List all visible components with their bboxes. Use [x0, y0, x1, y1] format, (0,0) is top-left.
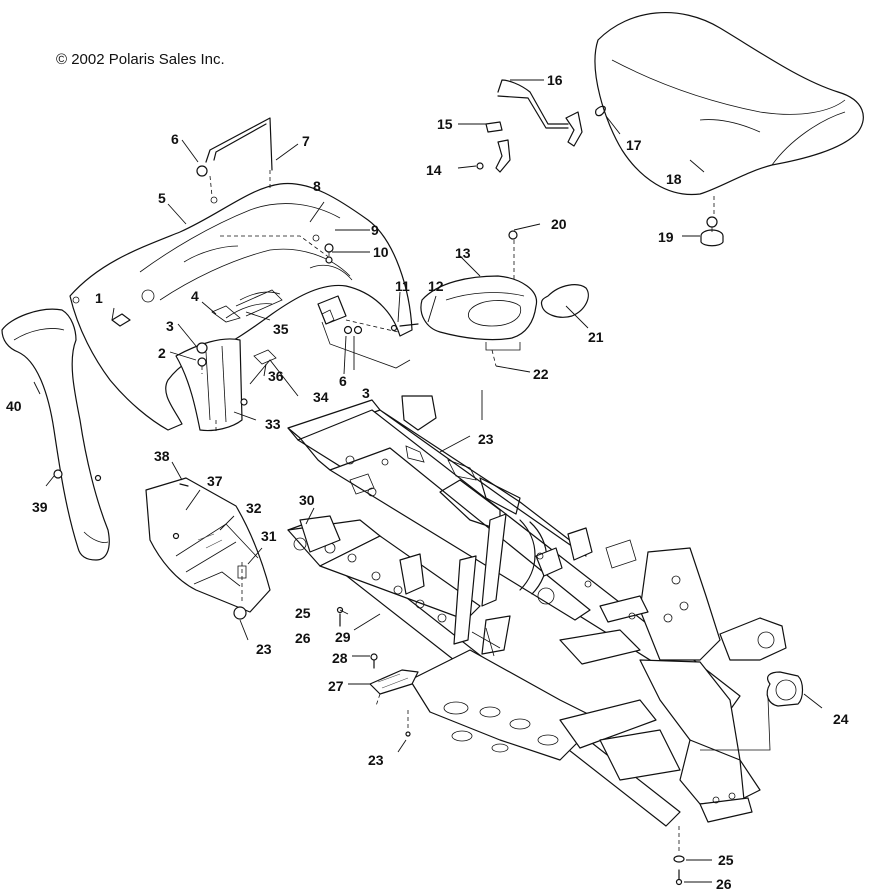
callout-15: 15: [437, 116, 453, 132]
callout-32: 32: [246, 500, 262, 516]
callout-39: 39: [32, 499, 48, 515]
callout-40: 40: [6, 398, 22, 414]
leader-lines: [33, 79, 823, 883]
callout-25a: 25: [295, 605, 311, 621]
rear-fender-side: [175, 338, 243, 432]
callout-11: 11: [395, 278, 410, 294]
callout-35: 35: [273, 321, 289, 337]
callout-13: 13: [455, 245, 471, 261]
callout-37: 37: [207, 473, 223, 489]
callout-7: 7: [302, 133, 310, 149]
callout-22: 22: [533, 366, 549, 382]
callout-17: 17: [626, 137, 642, 153]
fender-flare: [1, 308, 110, 561]
callout-19: 19: [658, 229, 674, 245]
engine-mount-bushing: [700, 671, 804, 751]
lower-hardware: [336, 606, 685, 886]
callout-31: 31: [261, 528, 277, 544]
fasteners: [321, 243, 419, 369]
rear-rack-pad: [420, 230, 538, 367]
callout-18: 18: [666, 171, 682, 187]
callout-23c: 23: [368, 752, 384, 768]
callout-26b: 26: [716, 876, 732, 891]
callout-36: 36: [268, 368, 284, 384]
callout-16: 16: [547, 72, 563, 88]
callout-3: 3: [166, 318, 174, 334]
callout-29: 29: [335, 629, 351, 645]
grab-handle: [540, 284, 589, 318]
callout-8: 8: [313, 178, 321, 194]
seat: [594, 11, 864, 216]
callout-38: 38: [154, 448, 170, 464]
callout-1: 1: [95, 290, 103, 306]
callout-6: 6: [171, 131, 179, 147]
callout-10: 10: [373, 244, 389, 260]
seat-bumper: [700, 216, 724, 247]
callout-24: 24: [833, 711, 849, 727]
callout-12: 12: [428, 278, 444, 294]
main-frame: [287, 395, 787, 827]
callout-25b: 25: [718, 852, 734, 868]
callout-9: 9: [371, 222, 379, 238]
callout-34: 34: [313, 389, 329, 405]
callout-26a: 26: [295, 630, 311, 646]
callout-2: 2: [158, 345, 166, 361]
callout-33: 33: [265, 416, 281, 432]
callout-30: 30: [299, 492, 315, 508]
seat-latch-assembly: [476, 79, 606, 173]
callout-6b: 6: [339, 373, 347, 389]
callout-20: 20: [551, 216, 567, 232]
callout-28: 28: [332, 650, 348, 666]
callout-23a: 23: [478, 431, 494, 447]
rear-rack-bracket: [196, 117, 273, 197]
callout-21: 21: [588, 329, 604, 345]
callout-27: 27: [328, 678, 344, 694]
callout-14: 14: [426, 162, 442, 178]
callout-5: 5: [158, 190, 166, 206]
callout-4: 4: [191, 288, 199, 304]
callout-3b: 3: [362, 385, 370, 401]
left-fasteners: [111, 289, 283, 540]
copyright-notice: © 2002 Polaris Sales Inc.: [56, 51, 225, 68]
callout-23b: 23: [256, 641, 272, 657]
